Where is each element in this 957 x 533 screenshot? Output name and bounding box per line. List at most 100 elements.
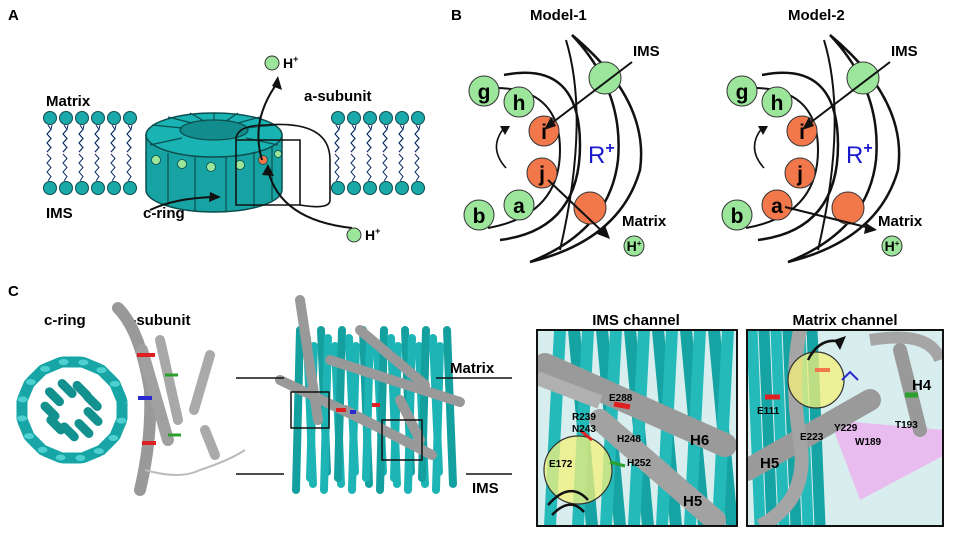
- lipid-bilayer: [43, 111, 137, 195]
- lipid-tail: [126, 124, 133, 153]
- model1-circle-i: i: [541, 121, 547, 144]
- lipid-head: [107, 181, 121, 195]
- matrix-channel-title: Matrix channel: [792, 312, 897, 329]
- lipid-head: [123, 181, 137, 195]
- model2-proton: H+: [885, 238, 900, 254]
- left-membrane: [43, 111, 137, 195]
- model1-ims-site: [588, 61, 622, 95]
- lipid-head: [395, 181, 409, 195]
- c-ring-helix-end: [40, 365, 51, 372]
- model2-circle-i: i: [799, 121, 805, 144]
- model1-r-plus: R+: [588, 140, 615, 169]
- proton-top-circle: [264, 55, 280, 71]
- c-ring-cylinder: [145, 112, 283, 213]
- matrix-residue-label: T193: [895, 420, 918, 431]
- ims-residue-label: E172: [549, 459, 573, 470]
- c-ring-inner-helix: [82, 391, 102, 411]
- c-ring-inner-helix: [83, 407, 103, 427]
- lipid-head: [331, 111, 345, 125]
- lipid-tail: [398, 153, 404, 182]
- matrix-residue-label: W189: [855, 437, 882, 448]
- lipid-tail: [62, 153, 68, 182]
- right-membrane: [331, 111, 425, 195]
- pink-plane: [830, 420, 943, 500]
- matrix-residue-label: E111: [757, 406, 780, 417]
- model-1-title: Model-1: [530, 7, 587, 24]
- side-view-structure: [275, 295, 465, 494]
- lipid-head: [91, 181, 105, 195]
- lipid-head: [363, 111, 377, 125]
- side-view-helix: [292, 326, 304, 494]
- model2-r-plus: R+: [846, 140, 873, 169]
- ims-residue-label: E288: [609, 393, 633, 404]
- lipid-tail: [126, 153, 132, 182]
- c-ring-label-c: c-ring: [44, 312, 86, 329]
- lipid-tail: [350, 153, 356, 182]
- lipid-head: [363, 181, 377, 195]
- residue-e288: [613, 401, 631, 410]
- panel-b: B Model-1 g h i j a b: [451, 7, 923, 264]
- model1-circle-b: b: [473, 205, 486, 228]
- a-subunit-loop: [869, 331, 943, 363]
- c-ring-helix-end: [75, 455, 86, 461]
- lipid-head: [395, 111, 409, 125]
- lipid-tail: [110, 124, 117, 153]
- lipid-tail: [414, 124, 421, 153]
- side-view-helix: [443, 326, 457, 488]
- model2-ims-label: IMS: [891, 43, 918, 60]
- c-ring-helix-end: [17, 415, 27, 422]
- c-ring-inner-helix: [40, 401, 60, 421]
- lipid-tail: [94, 153, 100, 182]
- lipid-head: [411, 111, 425, 125]
- ims-label-a: IMS: [46, 205, 73, 222]
- lipid-head: [379, 111, 393, 125]
- lipid-tail: [414, 153, 420, 182]
- model2-ims-site: [846, 61, 880, 95]
- c-ring-inner-helix: [59, 422, 79, 442]
- lipid-head: [107, 111, 121, 125]
- lipid-tail: [398, 124, 405, 153]
- lipid-tail: [110, 153, 116, 182]
- helix-label-h5: H5: [760, 455, 779, 472]
- panel-b-letter: B: [451, 7, 462, 24]
- side-view-helix: [432, 342, 444, 494]
- c-ring-helix-end: [37, 446, 48, 453]
- lipid-head: [331, 181, 345, 195]
- proton-arrow: [551, 503, 585, 516]
- panel-c: C c-ring a-subunit Matrix IMS: [8, 283, 944, 527]
- c-ring-helix-end: [24, 433, 35, 440]
- c-ring-helix-end: [96, 367, 107, 374]
- c-ring-helix-end: [25, 378, 36, 385]
- c-ring-helix-end: [58, 359, 69, 365]
- ims-residue-label: H252: [627, 458, 651, 469]
- c-ring-helix-end: [93, 448, 104, 455]
- ims-channel-title: IMS channel: [592, 312, 680, 329]
- c-ring-helix-end: [78, 359, 89, 366]
- panel-a: A: [8, 7, 425, 243]
- model1-circle-h: h: [513, 92, 526, 115]
- model1-circle-j: j: [538, 163, 545, 186]
- c-ring-helix: [758, 330, 778, 526]
- model2-circle-j: j: [796, 163, 803, 186]
- model-2-title: Model-2: [788, 7, 845, 24]
- matrix-residue-label: E223: [800, 432, 824, 443]
- lipid-head: [75, 181, 89, 195]
- lipid-head: [411, 181, 425, 195]
- matrix-label-a: Matrix: [46, 93, 91, 110]
- lipid-head: [75, 111, 89, 125]
- lipid-tail: [366, 153, 372, 182]
- helix-h4: [893, 343, 927, 437]
- a-subunit-outline: [235, 123, 331, 208]
- proton-arrowhead: [834, 336, 846, 350]
- helix-h5: [589, 409, 726, 526]
- side-view-helix: [376, 326, 388, 494]
- lipid-head: [59, 181, 73, 195]
- c-ring-inner-helix: [57, 379, 77, 399]
- matrix-residue-label: Y229: [834, 423, 858, 434]
- lipid-tail: [382, 124, 389, 153]
- ims-label-c: IMS: [472, 480, 499, 497]
- lipid-tail: [94, 124, 101, 153]
- lipid-head: [91, 111, 105, 125]
- c-ring-helix: [712, 330, 734, 526]
